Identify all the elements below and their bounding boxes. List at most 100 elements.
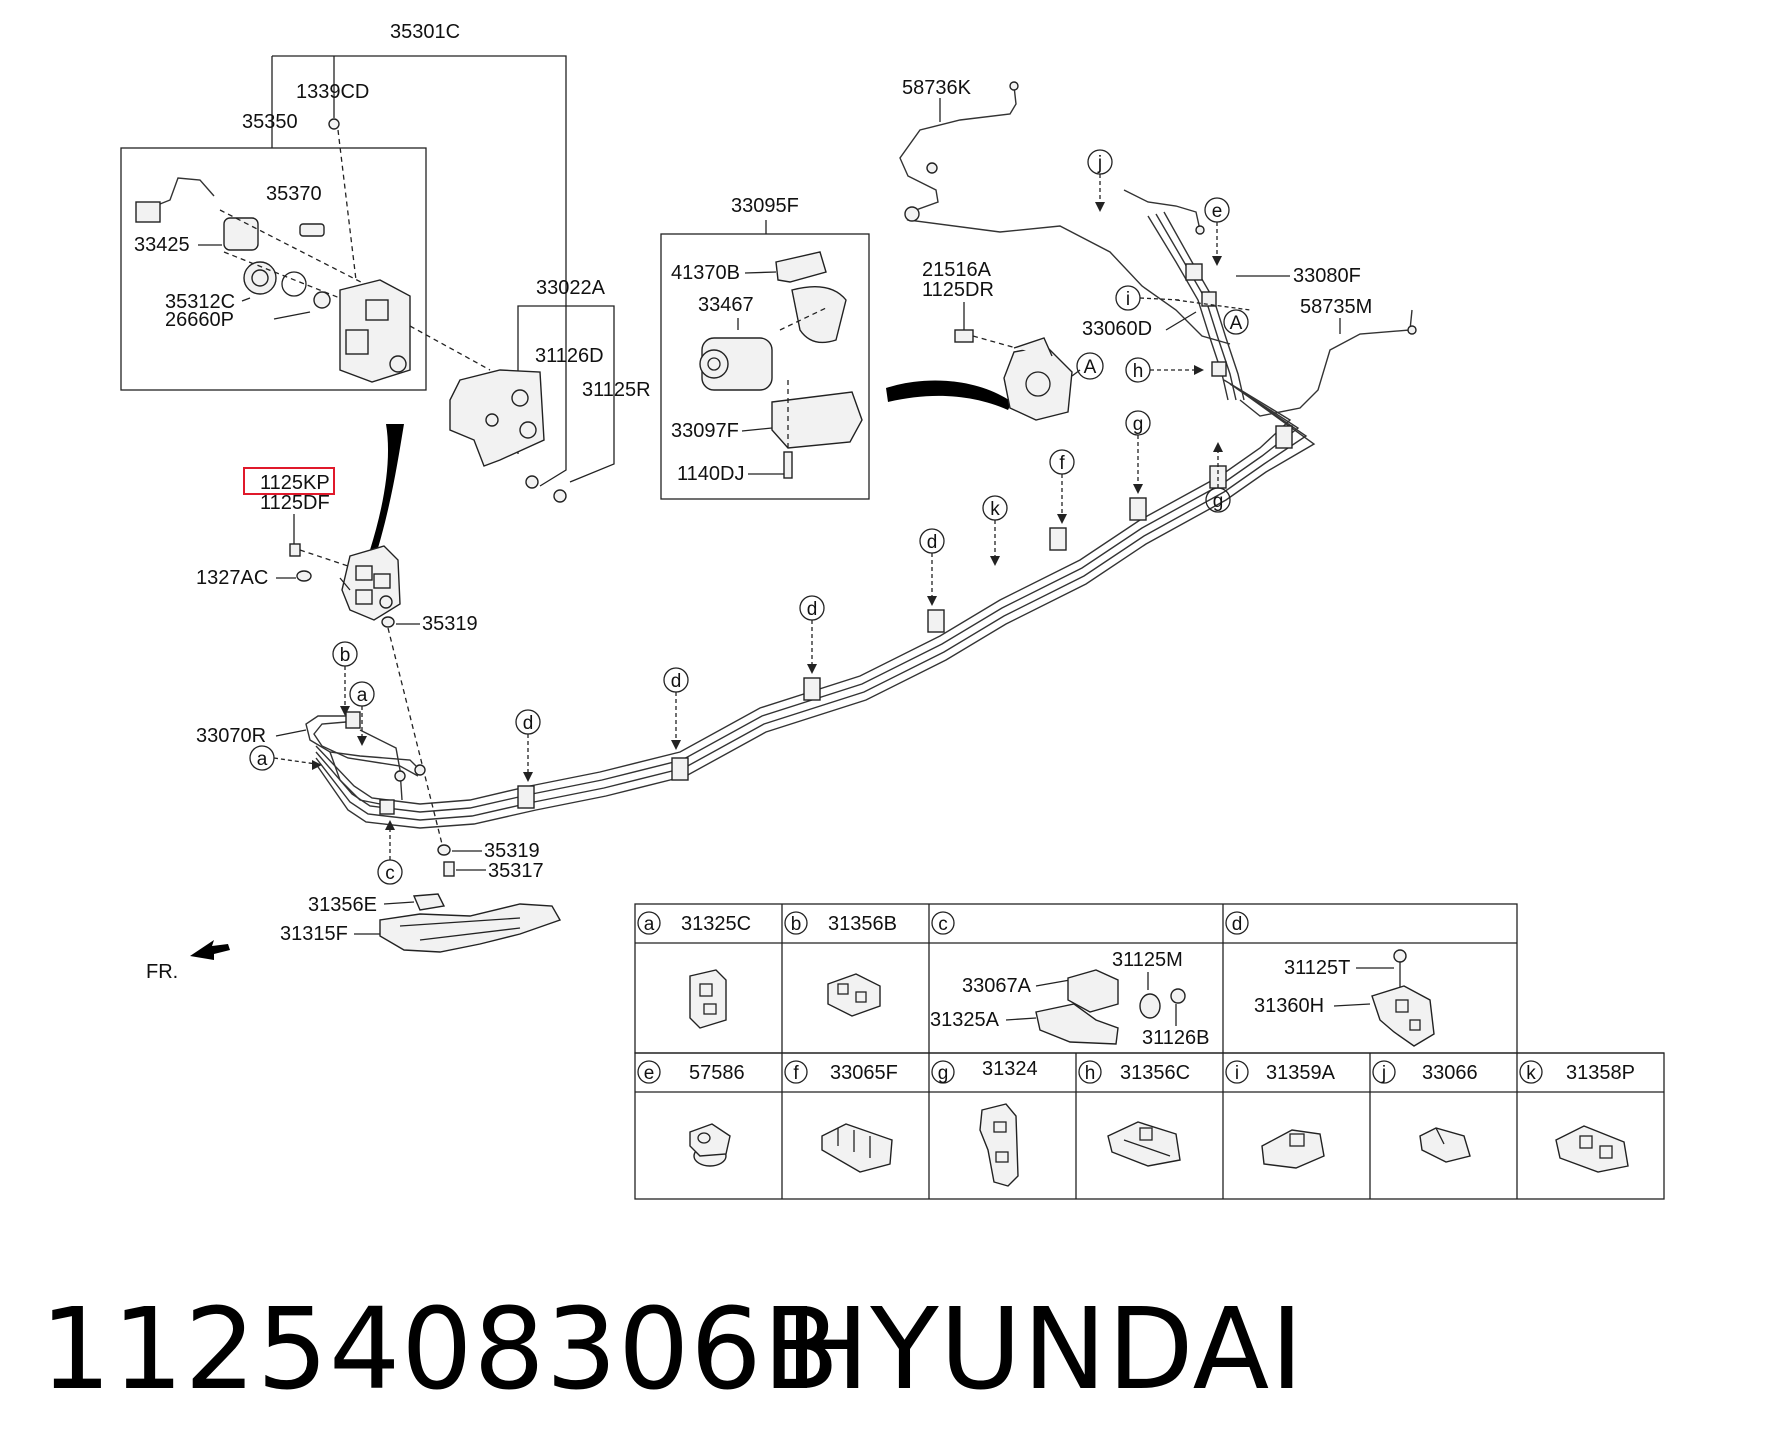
- modulator-assembly-group: 35301C 1339CD 35350 35370 33425 35312C 2…: [120, 21, 651, 503]
- label-35319-upper[interactable]: 35319: [422, 613, 478, 635]
- table-cell-j: j 33066: [1372, 1060, 1478, 1163]
- ref-letter-a-upper: a: [357, 685, 368, 706]
- label-1140DJ[interactable]: 1140DJ: [677, 463, 744, 485]
- svg-text:k: k: [1526, 1063, 1536, 1084]
- sensor-detail-group: 33095F 41370B 33467 33097F 1140DJ: [660, 195, 870, 500]
- label-58735M[interactable]: 58735M: [1300, 296, 1372, 318]
- label-33425[interactable]: 33425: [134, 234, 190, 256]
- label-26660P[interactable]: 26660P: [165, 309, 234, 331]
- label-35350[interactable]: 35350: [242, 111, 298, 133]
- table-cell-b: b 31356B: [784, 911, 897, 1017]
- table-part-31360H[interactable]: 31360H: [1254, 995, 1324, 1017]
- label-58736K[interactable]: 58736K: [902, 77, 972, 99]
- table-cell-a: a 31325C: [637, 911, 751, 1029]
- svg-text:c: c: [938, 914, 948, 935]
- label-1339CD[interactable]: 1339CD: [296, 81, 369, 103]
- ref-circle-A-sensor: [1076, 352, 1104, 380]
- svg-text:d: d: [1232, 914, 1243, 935]
- label-33467[interactable]: 33467: [698, 294, 754, 316]
- svg-text:h: h: [1085, 1063, 1096, 1084]
- label-35319-lower[interactable]: 35319: [484, 840, 540, 862]
- ref-letter-A-lines: A: [1230, 313, 1243, 334]
- ref-letter-d-3: d: [807, 599, 818, 620]
- table-part-31325A[interactable]: 31325A: [930, 1009, 1000, 1031]
- label-33070R[interactable]: 33070R: [196, 725, 266, 747]
- table-part-31324[interactable]: 31324: [982, 1058, 1038, 1080]
- brand-title: HYUNDAI: [785, 1285, 1305, 1415]
- table-cell-e: e 57586: [637, 1060, 745, 1167]
- ref-letter-A-sensor: A: [1084, 357, 1097, 378]
- pointer-arrow-right: [886, 380, 1012, 410]
- modulator-detail-box: [120, 147, 427, 391]
- ref-letter-k: k: [990, 499, 1000, 520]
- table-part-33065F[interactable]: 33065F: [830, 1062, 898, 1084]
- ref-letter-g-2: g: [1213, 491, 1224, 512]
- ref-letter-c: c: [385, 863, 395, 884]
- part-number-title: 1125408306B: [40, 1285, 841, 1415]
- label-31356E[interactable]: 31356E: [308, 894, 377, 916]
- front-valve-group: 1125KP 1125DF 1327AC 35319 b a 33070R a: [146, 467, 562, 983]
- ref-letter-b: b: [340, 645, 351, 666]
- ref-letter-h: h: [1133, 361, 1144, 382]
- sensor-detail-box: [660, 233, 870, 500]
- label-41370B[interactable]: 41370B: [671, 262, 740, 284]
- table-part-31325C[interactable]: 31325C: [681, 913, 751, 935]
- label-33060D[interactable]: 33060D: [1082, 318, 1152, 340]
- label-33022A[interactable]: 33022A: [536, 277, 606, 299]
- sensor-a-group: 21516A 1125DR A: [922, 259, 1104, 421]
- label-31126D[interactable]: 31126D: [535, 345, 604, 367]
- svg-text:b: b: [791, 914, 802, 935]
- table-part-57586[interactable]: 57586: [689, 1062, 745, 1084]
- ref-letter-a-lower: a: [257, 749, 268, 770]
- label-31125R[interactable]: 31125R: [582, 379, 651, 401]
- rear-brake-lines-group: 58736K j e 33080F 58735M i 33060D A h: [899, 77, 1417, 417]
- ref-letter-f: f: [1059, 453, 1065, 474]
- svg-text:e: e: [644, 1063, 655, 1084]
- label-35312C[interactable]: 35312C: [165, 291, 235, 313]
- ref-letter-e: e: [1212, 201, 1223, 222]
- label-33095F[interactable]: 33095F: [731, 195, 799, 217]
- label-1327AC[interactable]: 1327AC: [196, 567, 268, 589]
- table-cell-i: i 31359A: [1225, 1060, 1336, 1169]
- label-1125DF[interactable]: 1125DF: [260, 492, 330, 514]
- table-cell-k: k 31358P: [1519, 1060, 1635, 1173]
- pointer-arrow-down: [370, 424, 404, 550]
- table-part-31125T[interactable]: 31125T: [1284, 957, 1350, 979]
- label-35317[interactable]: 35317: [488, 860, 544, 882]
- table-part-31356C[interactable]: 31356C: [1120, 1062, 1190, 1084]
- ref-circle-A-lines: [1223, 309, 1249, 335]
- table-cell-c: c 31125M 33067A 31325A 31126B: [930, 911, 1209, 1049]
- fr-label: FR.: [146, 961, 178, 983]
- svg-text:j: j: [1381, 1063, 1386, 1084]
- svg-text:a: a: [644, 914, 655, 935]
- main-pipe-run: d d d d k f g g: [315, 379, 1316, 829]
- label-33080F[interactable]: 33080F: [1293, 265, 1361, 287]
- ref-letter-j: j: [1097, 153, 1102, 174]
- ref-letter-i: i: [1126, 289, 1130, 310]
- table-part-31359A[interactable]: 31359A: [1266, 1062, 1336, 1084]
- label-35370[interactable]: 35370: [266, 183, 322, 205]
- table-cell-f: f 33065F: [784, 1060, 898, 1173]
- front-arrow-icon: [190, 940, 230, 960]
- table-cell-h: h 31356C: [1078, 1060, 1190, 1167]
- highlight-1125KP: [243, 467, 335, 495]
- label-31315F[interactable]: 31315F: [280, 923, 348, 945]
- table-part-31358P[interactable]: 31358P: [1566, 1062, 1635, 1084]
- table-part-31126B[interactable]: 31126B: [1142, 1027, 1209, 1049]
- table-part-33067A[interactable]: 33067A: [962, 975, 1032, 997]
- label-1125DR[interactable]: 1125DR: [922, 279, 994, 301]
- ref-letter-d-1: d: [523, 713, 534, 734]
- label-1125KP[interactable]: 1125KP: [260, 472, 330, 494]
- svg-text:i: i: [1235, 1063, 1239, 1084]
- clip-reference-table: a 31325C b 31356B c 31125M 33067A 31325A…: [634, 903, 1665, 1200]
- label-35301C[interactable]: 35301C: [390, 21, 460, 43]
- table-part-33066[interactable]: 33066: [1422, 1062, 1478, 1084]
- table-cell-d: d 31125T 31360H: [1225, 911, 1435, 1047]
- label-21516A[interactable]: 21516A: [922, 259, 992, 281]
- table-part-31125M[interactable]: 31125M: [1112, 949, 1183, 971]
- ref-letter-g-1: g: [1133, 414, 1144, 435]
- table-cell-g: g 31324: [931, 1058, 1038, 1187]
- table-part-31356B[interactable]: 31356B: [828, 913, 897, 935]
- label-33097F[interactable]: 33097F: [671, 420, 739, 442]
